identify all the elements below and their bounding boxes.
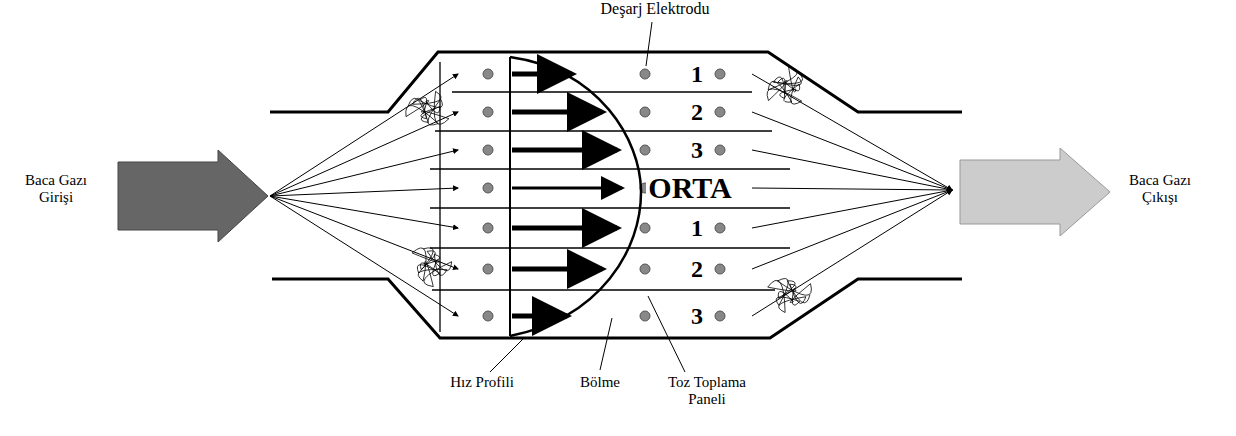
inlet-flow-line: [270, 74, 458, 196]
callout-number: 1: [689, 61, 705, 89]
inlet-flow-line: [270, 196, 458, 269]
electrode-dot: [715, 69, 725, 79]
electrode-dot: [640, 107, 650, 117]
velocity-arrow: [512, 187, 622, 190]
electrode-dot: [483, 69, 493, 79]
velocity-arrow: [512, 267, 602, 272]
electrode-dot: [483, 107, 493, 117]
electrode-dot: [483, 145, 493, 155]
outlet-flow-line: [752, 150, 952, 190]
electrode-dot: [715, 264, 725, 274]
velocity-arrow: [512, 226, 617, 231]
swirl: [768, 279, 812, 313]
electrode-dot: [640, 145, 650, 155]
duct-housing: [270, 52, 962, 338]
velocity-arrow: [512, 110, 602, 115]
electrode-dot: [483, 264, 493, 274]
velocity-profile: [510, 57, 641, 336]
collecting-panels: [430, 62, 790, 332]
inlet-flow-line: [270, 196, 458, 228]
outlet-flow-line: [752, 112, 952, 190]
callout-number: ORTA: [646, 171, 733, 206]
callout-number: 1: [689, 215, 705, 243]
inlet-flow-line: [270, 196, 458, 316]
inlet-flow-line: [270, 188, 458, 196]
part-label: Hız Profili: [450, 374, 514, 391]
swirl: [767, 66, 803, 104]
electrode-dot: [715, 107, 725, 117]
velocity-arrow: [512, 72, 572, 77]
velocity-arrow: [512, 148, 617, 153]
outlet-arrow: [960, 148, 1110, 236]
electrode-dot: [715, 311, 725, 321]
part-label: Bölme: [580, 374, 620, 391]
electrode-dot: [715, 223, 725, 233]
part-label: Toz Toplama Paneli: [652, 374, 762, 409]
electrode-dot: [715, 145, 725, 155]
inlet-arrow: [118, 150, 268, 242]
inlet-flow-line: [270, 150, 458, 196]
electrode-dot: [483, 311, 493, 321]
callout-number: 3: [689, 303, 705, 331]
electrode-dot: [640, 264, 650, 274]
callout-number: 3: [689, 137, 705, 165]
electrode-dot: [640, 223, 650, 233]
swirl: [412, 248, 452, 287]
velocity-arrow: [512, 314, 567, 319]
electrode-dot: [483, 223, 493, 233]
outlet-flow-line: [752, 190, 952, 316]
swirl: [406, 91, 449, 125]
callout-number: 2: [689, 256, 705, 284]
part-label: Baca Gazı Girişi: [8, 172, 104, 207]
electrode-dot: [483, 183, 493, 193]
electrode-dot: [640, 311, 650, 321]
outlet-flow-line: [752, 188, 952, 190]
part-label: Baca Gazı Çıkışı: [1115, 172, 1205, 207]
electrode-dot: [640, 69, 650, 79]
part-label: Deşarj Elektrodu: [601, 0, 710, 18]
turbulence-swirls: [406, 66, 812, 312]
callout-number: 2: [689, 99, 705, 127]
outlet-flow-line: [752, 190, 952, 269]
